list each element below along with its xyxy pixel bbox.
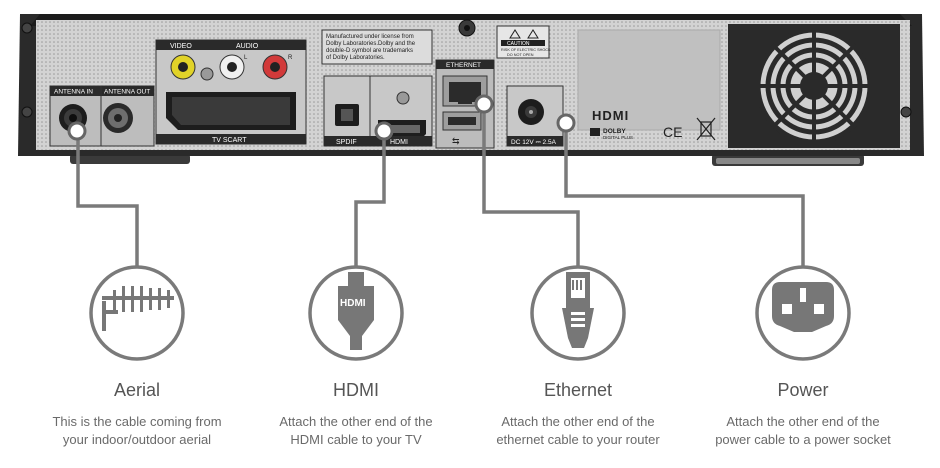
aerial-desc-line: your indoor/outdoor aerial xyxy=(62,432,212,447)
hdmi-port-marker xyxy=(374,121,394,141)
video-rca-port[interactable] xyxy=(170,54,196,80)
caution-text: DO NOT OPEN xyxy=(507,53,534,57)
hdmi-connector-line xyxy=(354,132,386,268)
power-description: Attach the other end of the power cable … xyxy=(688,413,918,449)
power-port-marker xyxy=(556,113,576,133)
dolby-notice-line: Manufactured under license from xyxy=(326,34,414,40)
caution-text: RISK OF ELECTRIC SHOCK xyxy=(501,48,551,52)
ethernet-description: Attach the other end of the ethernet cab… xyxy=(463,413,693,449)
hdmi-plug-icon: HDMI xyxy=(308,265,404,361)
hdmi-port-label: HDMI xyxy=(390,139,408,146)
aerial-port-marker xyxy=(67,121,87,141)
antenna-out-label: ANTENNA OUT xyxy=(104,89,150,96)
dolby-notice-line: double-D symbol are trademarks xyxy=(326,48,413,54)
label-sticker xyxy=(577,29,721,131)
aerial-icon xyxy=(89,265,185,361)
dolby-notice-line: of Dolby Laboratories. xyxy=(326,55,385,61)
dc-power-port[interactable] xyxy=(518,99,544,125)
hdmi-desc-line: HDMI cable to your TV xyxy=(290,432,422,447)
audio-r-label: R xyxy=(288,55,293,61)
antenna-in-label: ANTENNA IN xyxy=(54,89,93,96)
hdmi-title: HDMI xyxy=(333,380,379,400)
ethernet-desc-line: ethernet cable to your router xyxy=(496,432,660,447)
dolby-logo-text: DOLBY xyxy=(603,128,626,135)
ethernet-title: Ethernet xyxy=(543,380,613,400)
power-connector-line xyxy=(564,123,805,268)
hdmi-plug-text: HDMI xyxy=(340,298,366,309)
screw-icon xyxy=(200,67,214,81)
audio-l-label: L xyxy=(244,55,248,61)
connector-lines xyxy=(73,104,805,268)
hdmi-desc-line: Attach the other end of the xyxy=(279,414,433,429)
ethernet-label: ETHERNET xyxy=(446,62,481,69)
screw-icon xyxy=(21,106,33,118)
usb-port[interactable] xyxy=(442,111,482,131)
audio-l-rca-port[interactable] xyxy=(219,54,245,80)
power-plug-icon xyxy=(755,265,851,361)
tv-scart-label: TV SCART xyxy=(212,137,247,144)
scart-port[interactable] xyxy=(166,92,296,130)
power-title: Power xyxy=(777,380,829,400)
warning-icon xyxy=(509,29,521,39)
caution-title: CAUTION xyxy=(507,41,530,47)
foot-left xyxy=(70,154,190,164)
usb-icon: ⇆ xyxy=(452,136,460,146)
ethernet-port-marker xyxy=(474,94,494,114)
antenna-out-port[interactable] xyxy=(103,103,133,133)
screw-icon xyxy=(396,91,410,105)
fan-grille xyxy=(728,24,900,148)
audio-r-rca-port[interactable] xyxy=(262,54,288,80)
video-label: VIDEO xyxy=(170,43,192,50)
aerial-desc-line: This is the cable coming from xyxy=(52,414,222,429)
dolby-notice-box xyxy=(321,29,433,65)
dc-label: DC 12V ⎓ 2.5A xyxy=(511,139,557,146)
ethernet-port[interactable] xyxy=(442,75,488,107)
hdmi-logo: HDMI xyxy=(592,108,629,123)
aerial-title: Aerial xyxy=(113,380,161,400)
weee-bin-icon xyxy=(696,117,716,141)
set-top-box: ANTENNA IN ANTENNA OUT VIDEO AUDIO L R xyxy=(18,14,924,166)
warning-icon xyxy=(527,29,539,39)
hdmi-description: Attach the other end of the HDMI cable t… xyxy=(241,413,471,449)
ce-mark: CE xyxy=(663,124,682,140)
dolby-logo-icon xyxy=(590,128,600,136)
power-desc-line: power cable to a power socket xyxy=(715,432,891,447)
ethernet-desc-line: Attach the other end of the xyxy=(501,414,655,429)
screw-icon xyxy=(900,106,912,118)
ethernet-plug-icon xyxy=(530,265,626,361)
ethernet-connector-line xyxy=(482,104,580,268)
audio-label: AUDIO xyxy=(236,43,259,50)
dolby-logo-text: DIGITAL PLUS xyxy=(603,135,633,140)
screw-icon xyxy=(21,22,33,34)
aerial-description: This is the cable coming from your indoo… xyxy=(22,413,252,449)
spdif-label: SPDIF xyxy=(336,139,357,146)
power-desc-line: Attach the other end of the xyxy=(726,414,880,429)
dolby-notice-line: Dolby Laboratories.Dolby and the xyxy=(326,41,416,47)
spdif-port[interactable] xyxy=(335,104,359,126)
